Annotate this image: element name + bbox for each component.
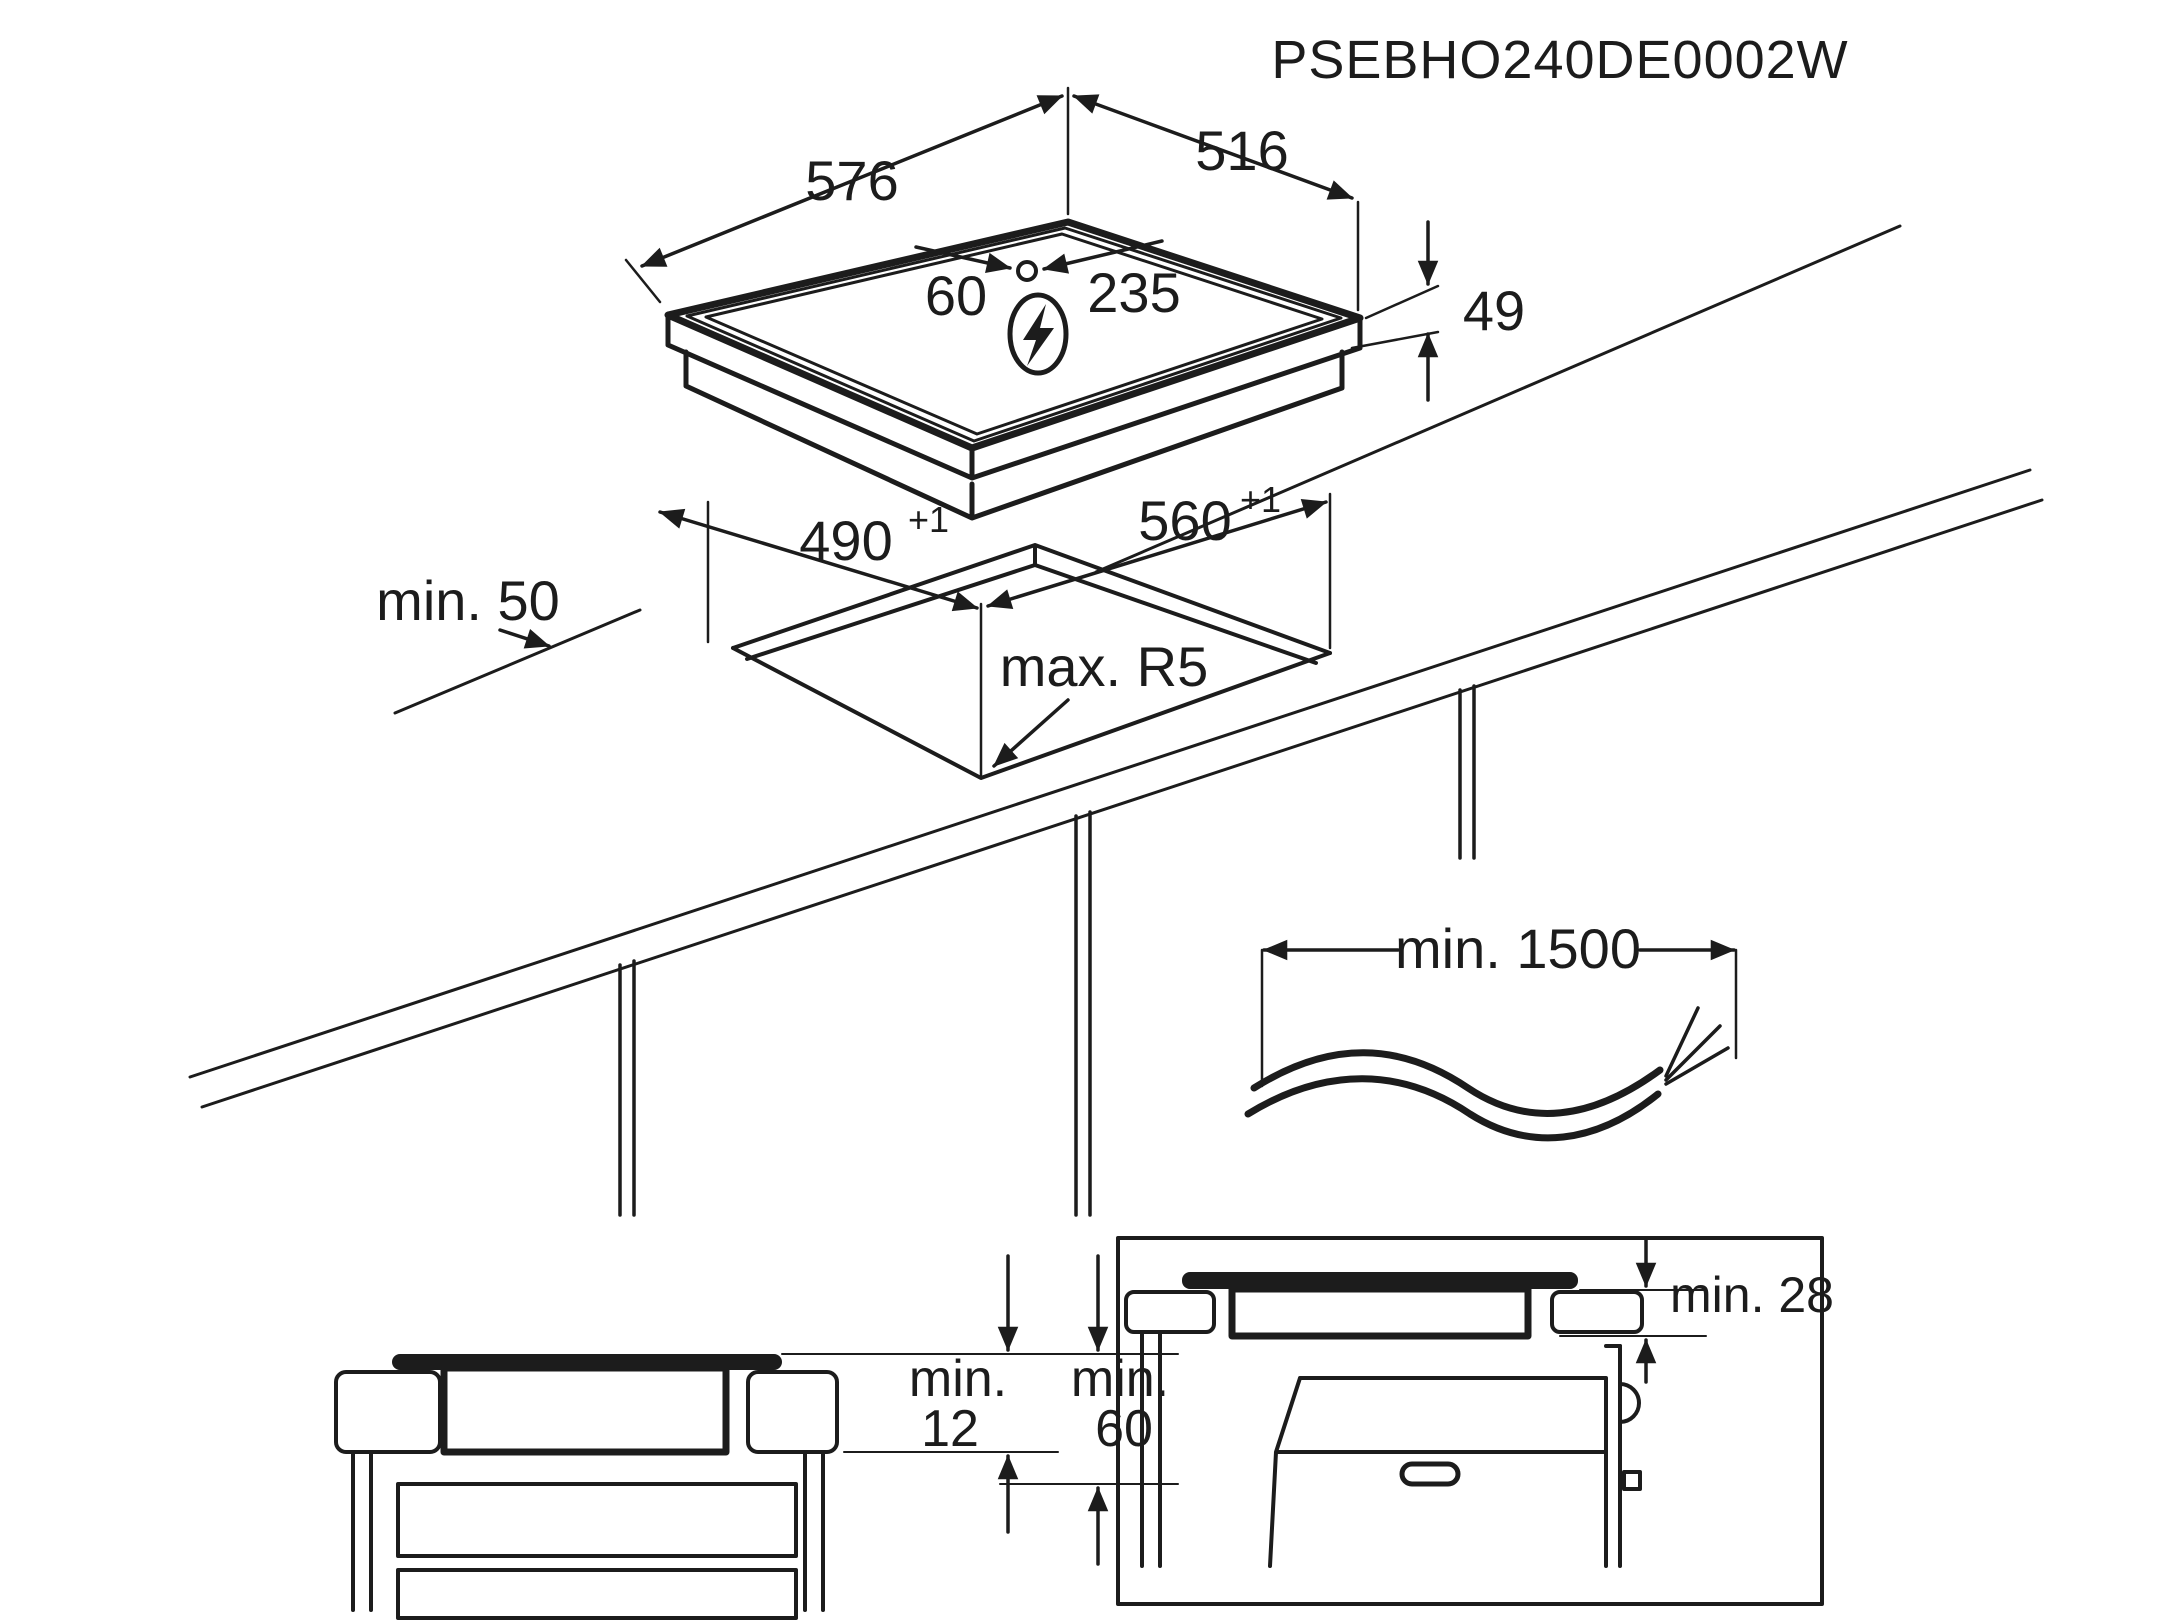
offset-right-label: 235 [1087, 261, 1180, 324]
annotation-edge-clearance: min. 50 [376, 569, 560, 649]
cutout-width-tolerance: +1 [1240, 479, 1281, 520]
drawer-lower [396, 1568, 798, 1620]
lightning-bolt-icon [1007, 292, 1069, 376]
cutout-width-label: 560 [1138, 489, 1231, 552]
hinge-bump [1618, 1382, 1641, 1424]
dimension-line [640, 94, 1064, 268]
dimension-oven-clearance: min. 28 [1559, 1238, 1834, 1384]
cable-length-label: min. 1500 [1395, 917, 1641, 980]
cabinet-legs [618, 684, 1476, 1217]
hob-body [1228, 1285, 1532, 1340]
power-cable-diagram: min. 1500 [1244, 917, 1738, 1142]
edge-clearance-label: min. 50 [376, 569, 560, 632]
pointer-arrow [498, 628, 551, 649]
dimension-line [658, 508, 979, 612]
reference-line [1364, 284, 1440, 320]
hob-body-rim [665, 312, 1363, 481]
cutout-depth-label: 490 [799, 509, 892, 572]
oven-knob [1622, 1470, 1642, 1491]
cable-curve-top [1250, 1049, 1664, 1117]
hob-isometric-view: 576 516 60 235 49 [624, 86, 1525, 521]
dimension-line [1072, 94, 1354, 200]
worktop-cutout-view: 490 +1 560 +1 min. 50 max. R5 [188, 224, 2044, 1217]
dimension-connection-point: 60 235 [914, 239, 1181, 376]
hob-top-face [664, 218, 1364, 452]
cutout-depth-tolerance: +1 [908, 499, 949, 540]
hob-body [440, 1364, 730, 1456]
dimension-cutout-depth: 490 +1 [658, 499, 983, 778]
diagram-frame [1116, 1236, 1824, 1606]
hob-gap-value: 12 [921, 1400, 979, 1458]
cable-wire-ends [1664, 1006, 1730, 1086]
worktop-front-edge-bottom [200, 498, 2044, 1109]
hob-height-label: 49 [1463, 279, 1525, 342]
reference-line [1350, 330, 1440, 350]
worktop-back-edge [393, 608, 642, 715]
cabinet-frame [351, 1450, 825, 1612]
dimension-hob-width: 576 [624, 86, 1070, 304]
built-under-oven [1268, 1344, 1642, 1568]
drawer-upper [396, 1482, 798, 1558]
dimension-hob-height: 49 [1350, 220, 1525, 402]
dimension-hob-depth: 516 [1072, 94, 1360, 312]
hob-rim-inner-1 [685, 226, 1343, 443]
oven-handle [1399, 1461, 1461, 1487]
cable-curve-bottom [1244, 1075, 1662, 1142]
hob-glass [1182, 1272, 1578, 1289]
worktop-left [334, 1370, 442, 1454]
worktop-front-edge-top [188, 468, 2032, 1079]
oven-gap-label: min. 28 [1670, 1267, 1834, 1323]
section-view-oven: min. 28 [1116, 1236, 1834, 1606]
worktop-left [1124, 1290, 1216, 1334]
section-view-drawers: min. min. 12 60 [334, 1254, 1179, 1620]
pointer-arrow [992, 698, 1070, 768]
dimension-line [986, 499, 1328, 609]
offset-60-arrow [914, 245, 1012, 273]
model-number: PSEBHO240DE0002W [1271, 30, 1848, 90]
hob-depth-label: 516 [1195, 119, 1288, 182]
drawer-gap-value: 60 [1095, 1400, 1153, 1458]
offset-left-label: 60 [925, 264, 987, 327]
hob-gap-label: min. [909, 1350, 1007, 1408]
hob-width-label: 576 [805, 149, 898, 212]
worktop-right [1550, 1290, 1644, 1334]
offset-235-arrow [1042, 239, 1164, 274]
dimension-cutout-width: 560 +1 [986, 479, 1332, 650]
worktop-right [746, 1370, 839, 1454]
connection-point [1016, 260, 1038, 282]
annotation-corner-radius: max. R5 [992, 635, 1209, 768]
hob-rim-inner-2 [704, 232, 1324, 436]
corner-radius-label: max. R5 [1000, 635, 1209, 698]
extension-line [624, 258, 662, 304]
